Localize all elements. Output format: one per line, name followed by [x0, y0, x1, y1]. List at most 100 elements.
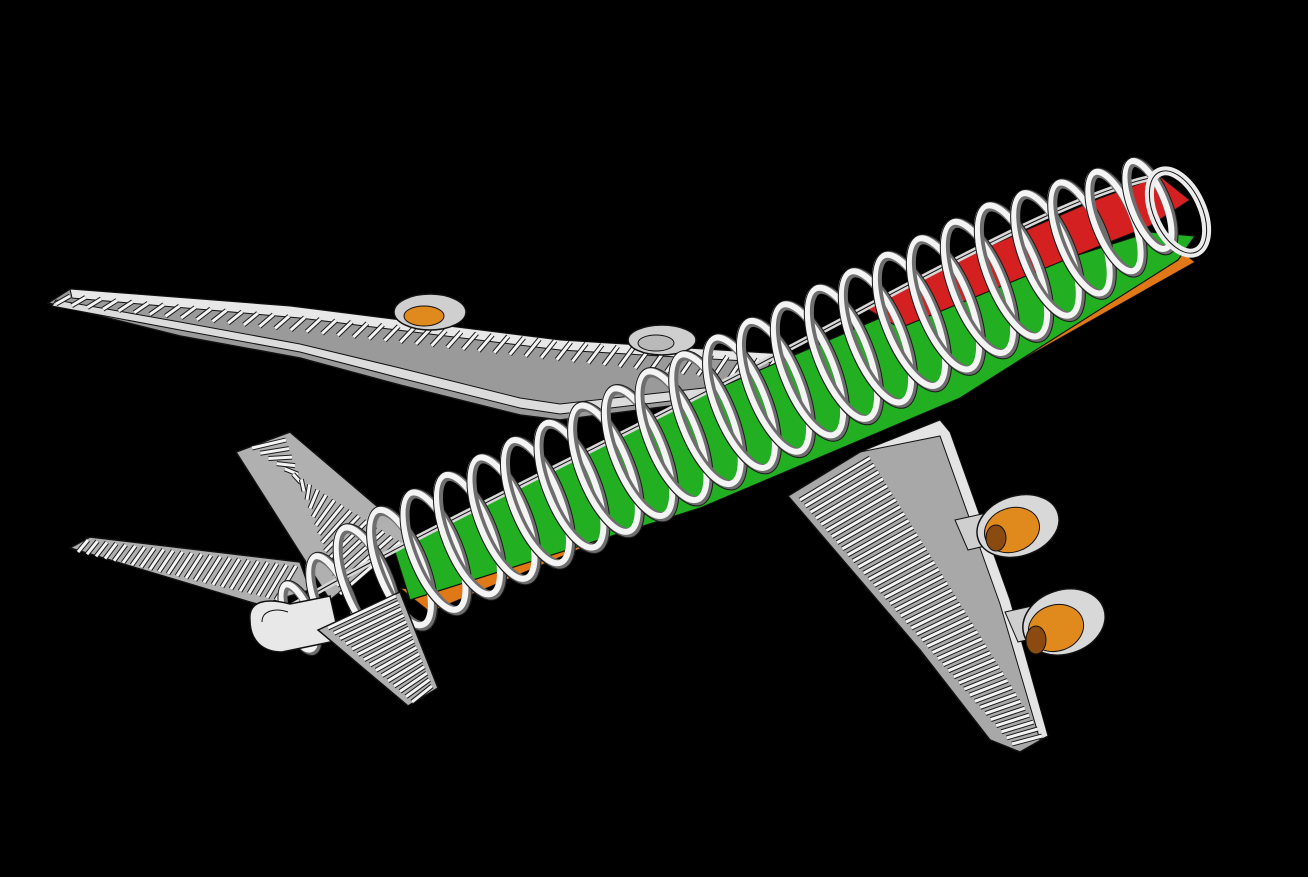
vertical-stabilizer-rib — [307, 488, 321, 510]
right-wing-rib — [995, 712, 1030, 729]
vertical-stabilizer-rib — [276, 461, 296, 469]
tail-cone — [249, 595, 341, 653]
right-wing-front-spar — [859, 419, 1049, 741]
right-wing-outline — [786, 419, 1049, 753]
right-hstab-ribs — [326, 593, 434, 704]
vertical-stabilizer-rib — [268, 454, 293, 461]
left-wing-rib — [492, 334, 511, 355]
tail-cone-body — [249, 595, 341, 653]
right-hstab-rib — [332, 600, 400, 636]
right-wing-rib — [936, 636, 983, 661]
left-hstab-rib — [111, 543, 128, 563]
left-wing-rib — [85, 296, 103, 310]
fuselage-frame — [769, 299, 851, 442]
left-hstab-rib — [120, 544, 138, 565]
left-wing-rib — [336, 320, 354, 338]
left-wing-rib — [164, 304, 182, 319]
fuselage — [277, 156, 1212, 656]
left-horizontal-stabilizer — [68, 536, 311, 606]
engine-3 — [393, 293, 467, 331]
right-wing-rib — [804, 462, 876, 509]
left-wing-rib — [554, 340, 573, 362]
right-wing-rib — [990, 705, 1026, 722]
vertical-stabilizer-rib — [304, 484, 313, 501]
right-wing-rib — [920, 615, 970, 643]
tail-cone-seam — [261, 609, 289, 623]
right-hstab-rib — [392, 664, 426, 689]
right-wing-rib — [963, 671, 1005, 692]
left-wing-rib — [414, 327, 432, 346]
left-wing-rib — [195, 306, 213, 322]
left-hstab-rib — [246, 561, 270, 595]
right-wing-rib — [862, 539, 923, 576]
right-wing — [786, 419, 1049, 753]
right-wing-rib — [926, 622, 975, 649]
fuselage-frame — [871, 250, 953, 393]
left-wing-rib — [210, 308, 229, 324]
left-hstab-rib — [165, 550, 185, 576]
vertical-stabilizer-rib — [283, 466, 299, 477]
right-wing-rib — [904, 594, 958, 625]
right-wing-rib — [1011, 733, 1043, 747]
left-wing-rib — [273, 314, 291, 331]
right-wing-rib — [984, 698, 1022, 716]
left-hstab-rib — [156, 549, 176, 574]
left-wing-rib — [101, 298, 119, 312]
right-wing-rib — [857, 532, 919, 570]
engine-4 — [627, 324, 697, 356]
left-wing-rib — [257, 312, 276, 329]
fuselage-frame — [973, 200, 1055, 343]
left-wing-rib — [601, 344, 620, 367]
left-hstab-rib — [103, 542, 119, 561]
engine-2 — [1004, 588, 1106, 656]
left-hstab-rib — [183, 552, 204, 580]
left-wing-rib — [179, 305, 197, 320]
left-wing-rib — [461, 331, 479, 351]
right-wing-rib — [830, 497, 898, 539]
right-wing-rib — [867, 546, 928, 582]
left-wing-rib — [523, 337, 542, 358]
right-hstab-rib — [350, 619, 408, 652]
right-wing-rib — [899, 587, 953, 619]
right-hstab-rib — [368, 638, 416, 668]
right-hstab-rib — [344, 613, 405, 647]
right-wing-rib — [809, 469, 880, 515]
right-wing-rib — [915, 608, 966, 637]
fuselage-frame — [1121, 156, 1179, 256]
engine-1-hub — [985, 524, 1007, 552]
right-wing-rib — [968, 678, 1009, 698]
fuselage-frame — [803, 283, 885, 426]
right-wing-rib — [1000, 719, 1035, 735]
left-hstab-rib — [147, 548, 166, 571]
right-hstab-rib — [386, 658, 424, 683]
left-wing-rib — [507, 336, 526, 357]
right-wing-rib — [851, 525, 915, 564]
left-hstab-rib — [76, 538, 90, 554]
right-wing-rib — [888, 573, 945, 606]
fuselage-frame — [939, 217, 1021, 360]
right-wing-rib — [942, 643, 988, 667]
engine-4-core — [637, 334, 675, 352]
left-wing-rib — [226, 309, 244, 326]
left-wing-rib — [570, 341, 589, 363]
vertical-stabilizer-rib — [317, 503, 345, 536]
left-wing-rib — [148, 302, 166, 317]
fuselage-frames — [277, 156, 1179, 656]
fuselage-frame — [702, 333, 782, 475]
fuselage-frame — [366, 505, 438, 632]
left-hstab-rib — [129, 545, 147, 567]
right-wing-rib — [825, 490, 893, 533]
left-wing-rib — [476, 333, 495, 353]
right-wing-rib — [798, 455, 872, 503]
left-wing-rib — [586, 343, 605, 365]
fuselage-frame — [1010, 188, 1086, 323]
left-hstab-rib — [138, 546, 157, 569]
left-hstab-rib — [255, 562, 280, 597]
vertical-stabilizer-rib — [259, 446, 290, 456]
vertical-stabilizer-rib — [251, 437, 287, 451]
fuselage-frame — [905, 233, 987, 376]
right-wing-rib — [835, 504, 902, 545]
left-hstab-rib — [237, 559, 261, 593]
right-wing-rib — [846, 518, 910, 558]
right-wing-rib — [910, 601, 962, 631]
